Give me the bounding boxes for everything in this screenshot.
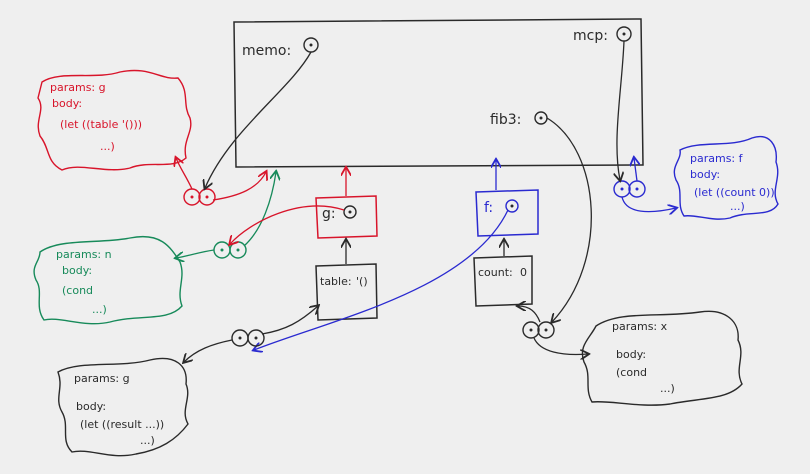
f-frame: f: [254, 160, 539, 350]
blue-procedure-blob: params: f body: (let ((count 0)) ...) [673, 135, 779, 220]
memo-arrow [205, 51, 312, 188]
green-closure-pair [176, 172, 276, 258]
green-body-line1: (cond [62, 284, 93, 297]
table-binding-label: table: [320, 275, 352, 288]
black-right-closure-pair [518, 306, 588, 354]
table-frame: table: '() [315, 240, 378, 321]
red-body-line2: ...) [100, 140, 115, 153]
fib3-arrow [546, 117, 592, 322]
black-right-procedure-blob: params: x body: (cond ...) [581, 310, 743, 406]
black-right-body-line1: (cond [616, 366, 647, 379]
blue-body-label: body: [690, 168, 720, 181]
g-binding-label: g: [322, 206, 336, 222]
count-binding-label: count: [478, 266, 513, 279]
count-frame: count: 0 [473, 240, 533, 307]
green-params: params: n [56, 248, 112, 261]
red-params: params: g [50, 81, 106, 94]
black-left-body-line2: ...) [140, 434, 155, 447]
black-left-body-label: body: [76, 400, 106, 413]
red-body-label: body: [52, 97, 82, 110]
memo-binding-label: memo: [242, 43, 291, 59]
red-body-line1: (let ((table '())) [60, 118, 142, 131]
red-procedure-blob: params: g body: (let ((table '())) ...) [37, 69, 192, 171]
g-frame: g: [230, 168, 378, 244]
green-body-line2: ...) [92, 303, 107, 316]
blue-body-line2: ...) [730, 200, 745, 213]
blue-body-line1: (let ((count 0)) [694, 186, 775, 199]
table-binding-value: '() [356, 275, 368, 288]
count-binding-value: 0 [520, 266, 527, 279]
mcp-arrow [617, 40, 625, 180]
green-body-label: body: [62, 264, 92, 277]
black-right-body-line2: ...) [660, 382, 675, 395]
black-left-procedure-blob: params: g body: (let ((result ...)) ...) [57, 357, 189, 457]
red-closure-pair [176, 158, 266, 206]
black-left-closure-pair [184, 306, 318, 362]
black-left-body-line1: (let ((result ...)) [80, 418, 164, 431]
black-right-params: params: x [612, 320, 668, 333]
f-binding-label: f: [484, 200, 493, 216]
global-frame: memo: mcp: fib3: [233, 18, 644, 168]
blue-closure-pair [613, 158, 676, 212]
fib3-binding-label: fib3: [490, 112, 521, 128]
black-right-body-label: body: [616, 348, 646, 361]
green-procedure-blob: params: n body: (cond ...) [33, 236, 183, 325]
blue-params: params: f [690, 152, 744, 165]
mcp-binding-label: mcp: [573, 28, 608, 44]
black-left-params: params: g [74, 372, 130, 385]
